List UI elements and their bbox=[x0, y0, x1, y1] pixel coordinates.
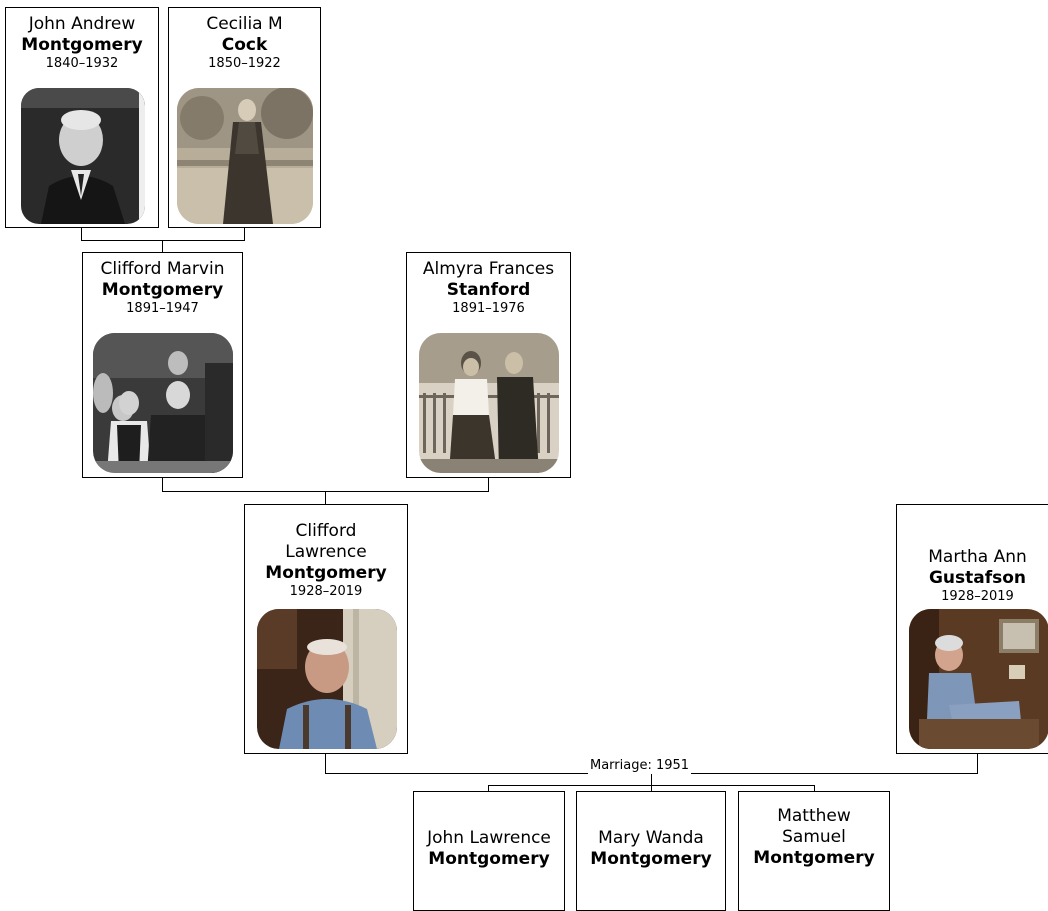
given-name: Clifford Marvin bbox=[100, 259, 225, 279]
life-dates: 1891–1947 bbox=[126, 301, 199, 316]
person-card-cecilia-m-cock[interactable]: Cecilia M Cock 1850–1922 bbox=[168, 7, 321, 228]
connector-line bbox=[325, 491, 326, 504]
person-card-matthew-samuel-montgomery[interactable]: Matthew Samuel Montgomery bbox=[738, 791, 890, 911]
portrait-photo bbox=[21, 88, 145, 224]
person-card-clifford-lawrence-montgomery[interactable]: Clifford Lawrence Montgomery 1928–2019 bbox=[244, 504, 408, 754]
connector-line bbox=[814, 785, 815, 791]
person-card-john-andrew-montgomery[interactable]: John Andrew Montgomery 1840–1932 bbox=[5, 7, 159, 228]
connector-line bbox=[977, 754, 978, 773]
surname: Stanford bbox=[446, 280, 531, 300]
surname: Montgomery bbox=[590, 849, 712, 869]
person-card-almyra-frances-stanford[interactable]: Almyra Frances Stanford 1891–1976 bbox=[406, 252, 571, 478]
connector-line bbox=[488, 785, 489, 791]
person-card-martha-ann-gustafson[interactable]: Martha Ann Gustafson 1928–2019 bbox=[896, 504, 1048, 754]
portrait-photo bbox=[419, 333, 559, 473]
given-name-line-1: Clifford bbox=[295, 521, 357, 541]
connector-line bbox=[325, 754, 326, 773]
given-name-line-1: Matthew bbox=[777, 806, 851, 826]
given-name: Mary Wanda bbox=[598, 828, 704, 848]
person-card-john-lawrence-montgomery[interactable]: John Lawrence Montgomery bbox=[413, 791, 565, 911]
given-name-line-2: Lawrence bbox=[285, 542, 367, 562]
surname: Montgomery bbox=[21, 35, 143, 55]
connector-line bbox=[81, 228, 82, 240]
life-dates: 1840–1932 bbox=[45, 56, 119, 71]
portrait-photo bbox=[909, 609, 1048, 749]
connector-line bbox=[651, 774, 652, 785]
surname: Montgomery bbox=[265, 563, 387, 583]
life-dates: 1928–2019 bbox=[941, 589, 1014, 604]
surname: Gustafson bbox=[928, 568, 1027, 588]
given-name: Martha Ann bbox=[928, 547, 1027, 567]
surname: Montgomery bbox=[101, 280, 224, 300]
person-card-clifford-marvin-montgomery[interactable]: Clifford Marvin Montgomery 1891–1947 bbox=[82, 252, 243, 478]
person-card-mary-wanda-montgomery[interactable]: Mary Wanda Montgomery bbox=[576, 791, 726, 911]
surname: Montgomery bbox=[428, 849, 550, 869]
connector-line bbox=[162, 240, 163, 252]
life-dates: 1928–2019 bbox=[289, 584, 363, 599]
given-name-line-2: Samuel bbox=[782, 827, 846, 847]
connector-line bbox=[81, 240, 245, 241]
given-name: John Andrew bbox=[28, 14, 136, 34]
given-name: Almyra Frances bbox=[422, 259, 555, 279]
connector-line bbox=[244, 228, 245, 240]
connector-line bbox=[162, 478, 163, 491]
portrait-photo bbox=[257, 609, 397, 749]
portrait-photo bbox=[93, 333, 233, 473]
connector-line bbox=[488, 478, 489, 491]
life-dates: 1891–1976 bbox=[452, 301, 525, 316]
connector-line bbox=[651, 785, 652, 791]
life-dates: 1850–1922 bbox=[208, 56, 281, 71]
given-name: John Lawrence bbox=[427, 828, 551, 848]
surname: Cock bbox=[221, 35, 268, 55]
marriage-label: Marriage: 1951 bbox=[588, 758, 692, 774]
surname: Montgomery bbox=[753, 848, 875, 868]
portrait-photo bbox=[177, 88, 313, 224]
given-name: Cecilia M bbox=[206, 14, 283, 34]
